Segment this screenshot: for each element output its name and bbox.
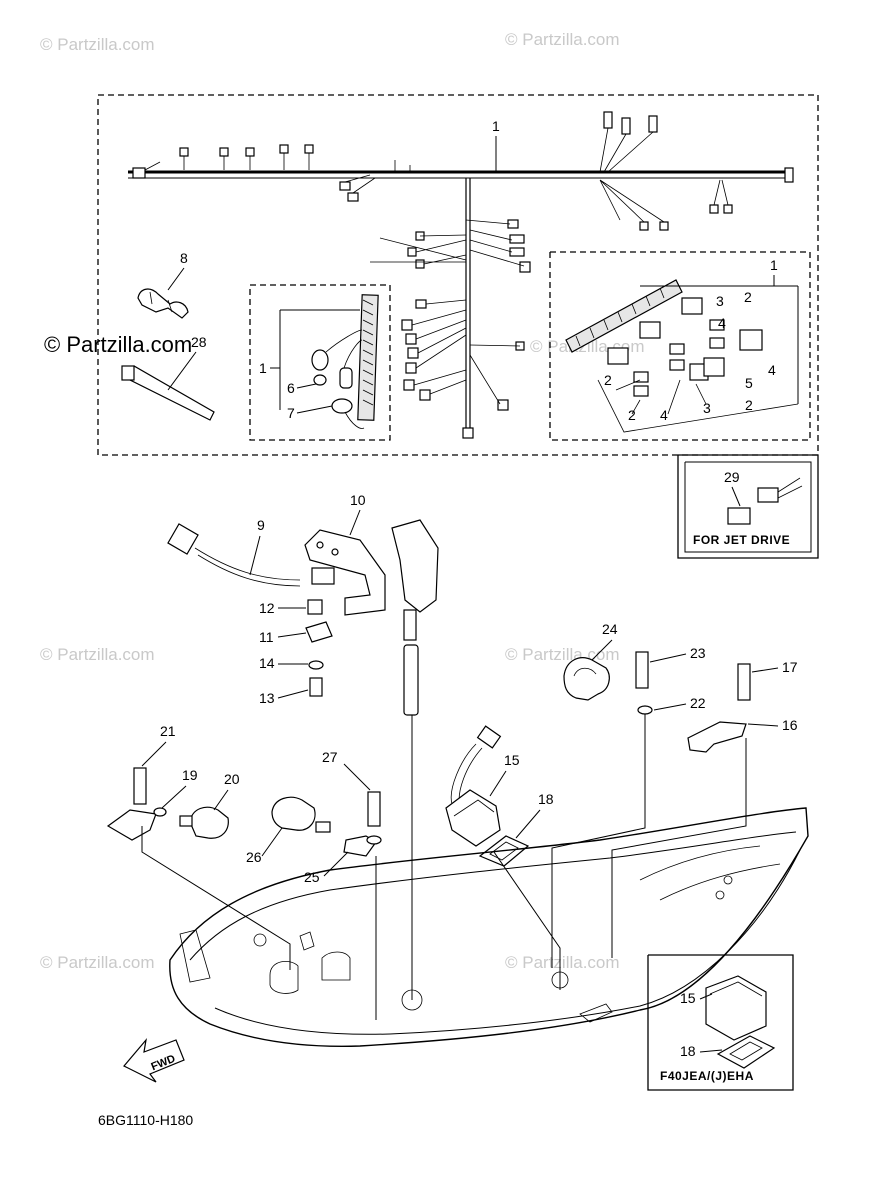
callout-2-c: 2 xyxy=(745,397,753,413)
part-27-screw xyxy=(367,791,381,827)
callout-19: 19 xyxy=(182,767,198,783)
wire-harness-group: 1 8 28 1 6 7 xyxy=(97,94,819,559)
callout-15-f40: 15 xyxy=(680,990,696,1006)
right-clamp-assembly: 24 23 22 17 16 xyxy=(563,621,798,753)
sensor-subassembly-box xyxy=(249,284,391,441)
callout-4-b: 4 xyxy=(768,362,776,378)
fwd-arrow: FWD xyxy=(123,1037,185,1083)
callout-1: 1 xyxy=(492,118,500,134)
part-15-grommet xyxy=(445,789,501,847)
callout-24: 24 xyxy=(602,621,618,637)
callout-3-b: 3 xyxy=(703,400,711,416)
part-21-screw xyxy=(133,767,147,805)
callout-23: 23 xyxy=(690,645,706,661)
callout-2-a: 2 xyxy=(744,289,752,305)
connector-kit-box xyxy=(549,251,811,441)
part-19-washer xyxy=(153,807,167,817)
callout-4-c: 4 xyxy=(660,407,668,423)
diagram-code: 6BG1110-H180 xyxy=(98,1112,193,1128)
callout-22: 22 xyxy=(690,695,706,711)
sensor-subassembly xyxy=(311,294,379,429)
callout-14: 14 xyxy=(259,655,275,671)
engine-cowling-base xyxy=(169,807,809,1047)
part-29-connector xyxy=(727,477,803,525)
part-16-bracket xyxy=(687,721,747,753)
part-24-clamp xyxy=(563,657,610,701)
part-28-cable-tie xyxy=(121,365,215,421)
f40-part-15 xyxy=(705,975,767,1041)
callout-21: 21 xyxy=(160,723,176,739)
part-12-sensor-cap xyxy=(311,567,335,585)
watermark: © Partzilla.com xyxy=(40,953,155,972)
f40-parts xyxy=(705,975,776,1069)
part-23-screw xyxy=(635,651,649,689)
part-14-washer xyxy=(308,660,324,670)
callout-9: 9 xyxy=(257,517,265,533)
center-clamp-assembly: 26 27 25 xyxy=(246,749,382,885)
callout-12: 12 xyxy=(259,600,275,616)
watermark: © Partzilla.com xyxy=(40,35,155,54)
jet-drive-label: FOR JET DRIVE xyxy=(693,533,790,547)
callout-18-f40: 18 xyxy=(680,1043,696,1059)
watermark: © Partzilla.com xyxy=(505,30,620,49)
callout-29: 29 xyxy=(724,469,740,485)
callout-1-kit: 1 xyxy=(770,257,778,273)
part-26-clamp xyxy=(271,796,316,831)
jet-drive-box xyxy=(677,454,819,559)
callout-26: 26 xyxy=(246,849,262,865)
callout-17: 17 xyxy=(782,659,798,675)
part-15-connector xyxy=(476,725,502,749)
part-22-washer xyxy=(637,705,653,715)
connector-kit xyxy=(565,279,763,397)
callout-5: 5 xyxy=(745,375,753,391)
part-20-clamp xyxy=(189,806,229,839)
f40-model-box xyxy=(647,954,794,1091)
watermark-prominent: © Partzilla.com xyxy=(44,332,192,357)
callout-8: 8 xyxy=(180,250,188,266)
callout-6: 6 xyxy=(287,380,295,396)
callout-25: 25 xyxy=(304,869,320,885)
watermarks: © Partzilla.com © Partzilla.com © Partzi… xyxy=(40,30,645,972)
callout-15: 15 xyxy=(504,752,520,768)
callout-18: 18 xyxy=(538,791,554,807)
f40-model-label: F40JEA/(J)EHA xyxy=(660,1069,754,1083)
callout-28: 28 xyxy=(191,334,207,350)
callout-27: 27 xyxy=(322,749,338,765)
callout-16: 16 xyxy=(782,717,798,733)
part-17-screw xyxy=(737,663,751,701)
callout-1-sensor: 1 xyxy=(259,360,267,376)
left-clamp-assembly: 21 19 20 xyxy=(106,723,240,841)
grommet-assembly: 15 18 xyxy=(445,725,554,867)
callout-4-a: 4 xyxy=(718,315,726,331)
part-10-bracket xyxy=(304,529,386,616)
trim-sensor-assembly: 9 10 12 11 14 13 xyxy=(167,492,439,716)
callout-2-b: 2 xyxy=(604,372,612,388)
watermark: © Partzilla.com xyxy=(505,645,620,664)
callout-2-d: 2 xyxy=(628,407,636,423)
part-9-connector xyxy=(167,523,199,555)
part-13-bolt xyxy=(309,677,323,697)
part-12-collar xyxy=(307,599,323,615)
leader-lines xyxy=(141,714,747,1020)
callout-10: 10 xyxy=(350,492,366,508)
callout-13: 13 xyxy=(259,690,275,706)
part-11-plate xyxy=(305,621,333,643)
callout-7: 7 xyxy=(287,405,295,421)
callout-20: 20 xyxy=(224,771,240,787)
watermark: © Partzilla.com xyxy=(505,953,620,972)
harness-connectors xyxy=(132,111,794,439)
part-8-clamp xyxy=(137,288,189,319)
callout-11: 11 xyxy=(259,629,274,645)
part-19-plate xyxy=(106,809,157,841)
callout-3-a: 3 xyxy=(716,293,724,309)
watermark: © Partzilla.com xyxy=(40,645,155,664)
f40-part-18 xyxy=(716,1035,776,1069)
